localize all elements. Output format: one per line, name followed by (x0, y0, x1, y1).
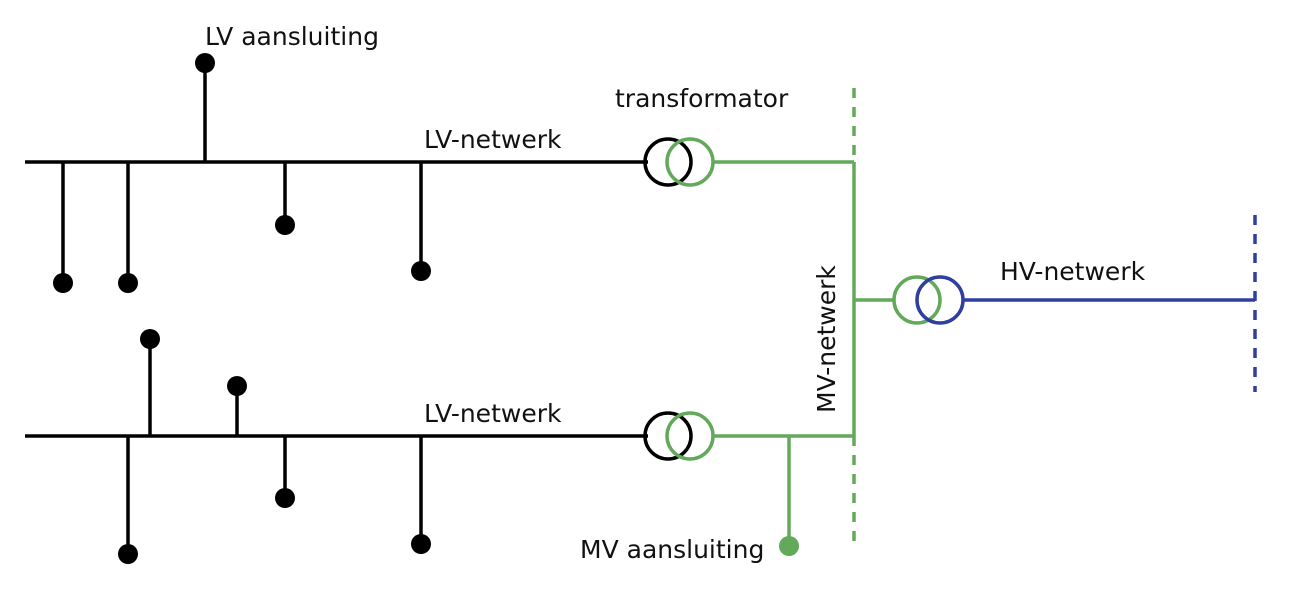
transformer-label: transformator (615, 84, 789, 113)
lv-endpoint (411, 261, 431, 281)
mv-connection-dot (779, 536, 799, 556)
lv-network-bottom-label: LV-netwerk (424, 399, 562, 428)
mv-connection-label: MV aansluiting (580, 535, 764, 564)
hv-network-label: HV-netwerk (1000, 257, 1146, 286)
transformer-top (643, 137, 715, 187)
transformer-lv-winding (643, 137, 693, 187)
transformer-lv-winding (643, 411, 693, 461)
transformer-mv-winding (892, 275, 942, 325)
mv-network (713, 88, 894, 556)
lv-network-top-label: LV-netwerk (424, 125, 562, 154)
lv-network-top (25, 53, 648, 293)
mv-network-label: MV-netwerk (812, 265, 841, 413)
lv-endpoint (53, 273, 73, 293)
lv-endpoint (140, 329, 160, 349)
hv-network (963, 215, 1257, 392)
lv-connection-label: LV aansluiting (205, 22, 379, 51)
lv-endpoint (118, 544, 138, 564)
transformer-bottom (643, 411, 715, 461)
lv-endpoint (227, 376, 247, 396)
lv-connection-dot (195, 53, 215, 73)
lv-endpoint (118, 273, 138, 293)
lv-network-bottom (25, 329, 648, 564)
transformer-hv (892, 275, 965, 325)
lv-endpoint (275, 488, 295, 508)
lv-endpoint (275, 215, 295, 235)
lv-endpoint (411, 534, 431, 554)
